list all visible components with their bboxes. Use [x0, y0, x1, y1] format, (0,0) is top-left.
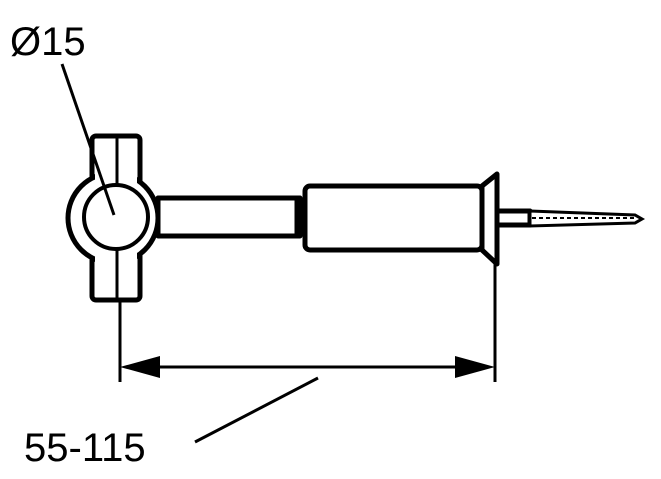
length-range-label: 55-115 — [24, 426, 146, 470]
dimension-line — [118, 264, 497, 382]
diameter-label: Ø15 — [10, 20, 86, 64]
arrowhead-left — [120, 356, 160, 378]
wood-screw — [494, 208, 646, 228]
length-leader — [194, 376, 319, 444]
diameter-leader — [60, 63, 116, 216]
threaded-rod — [155, 195, 303, 239]
arrowhead-right — [455, 356, 495, 378]
pipe-clamp — [65, 133, 161, 303]
sleeve — [302, 171, 500, 267]
